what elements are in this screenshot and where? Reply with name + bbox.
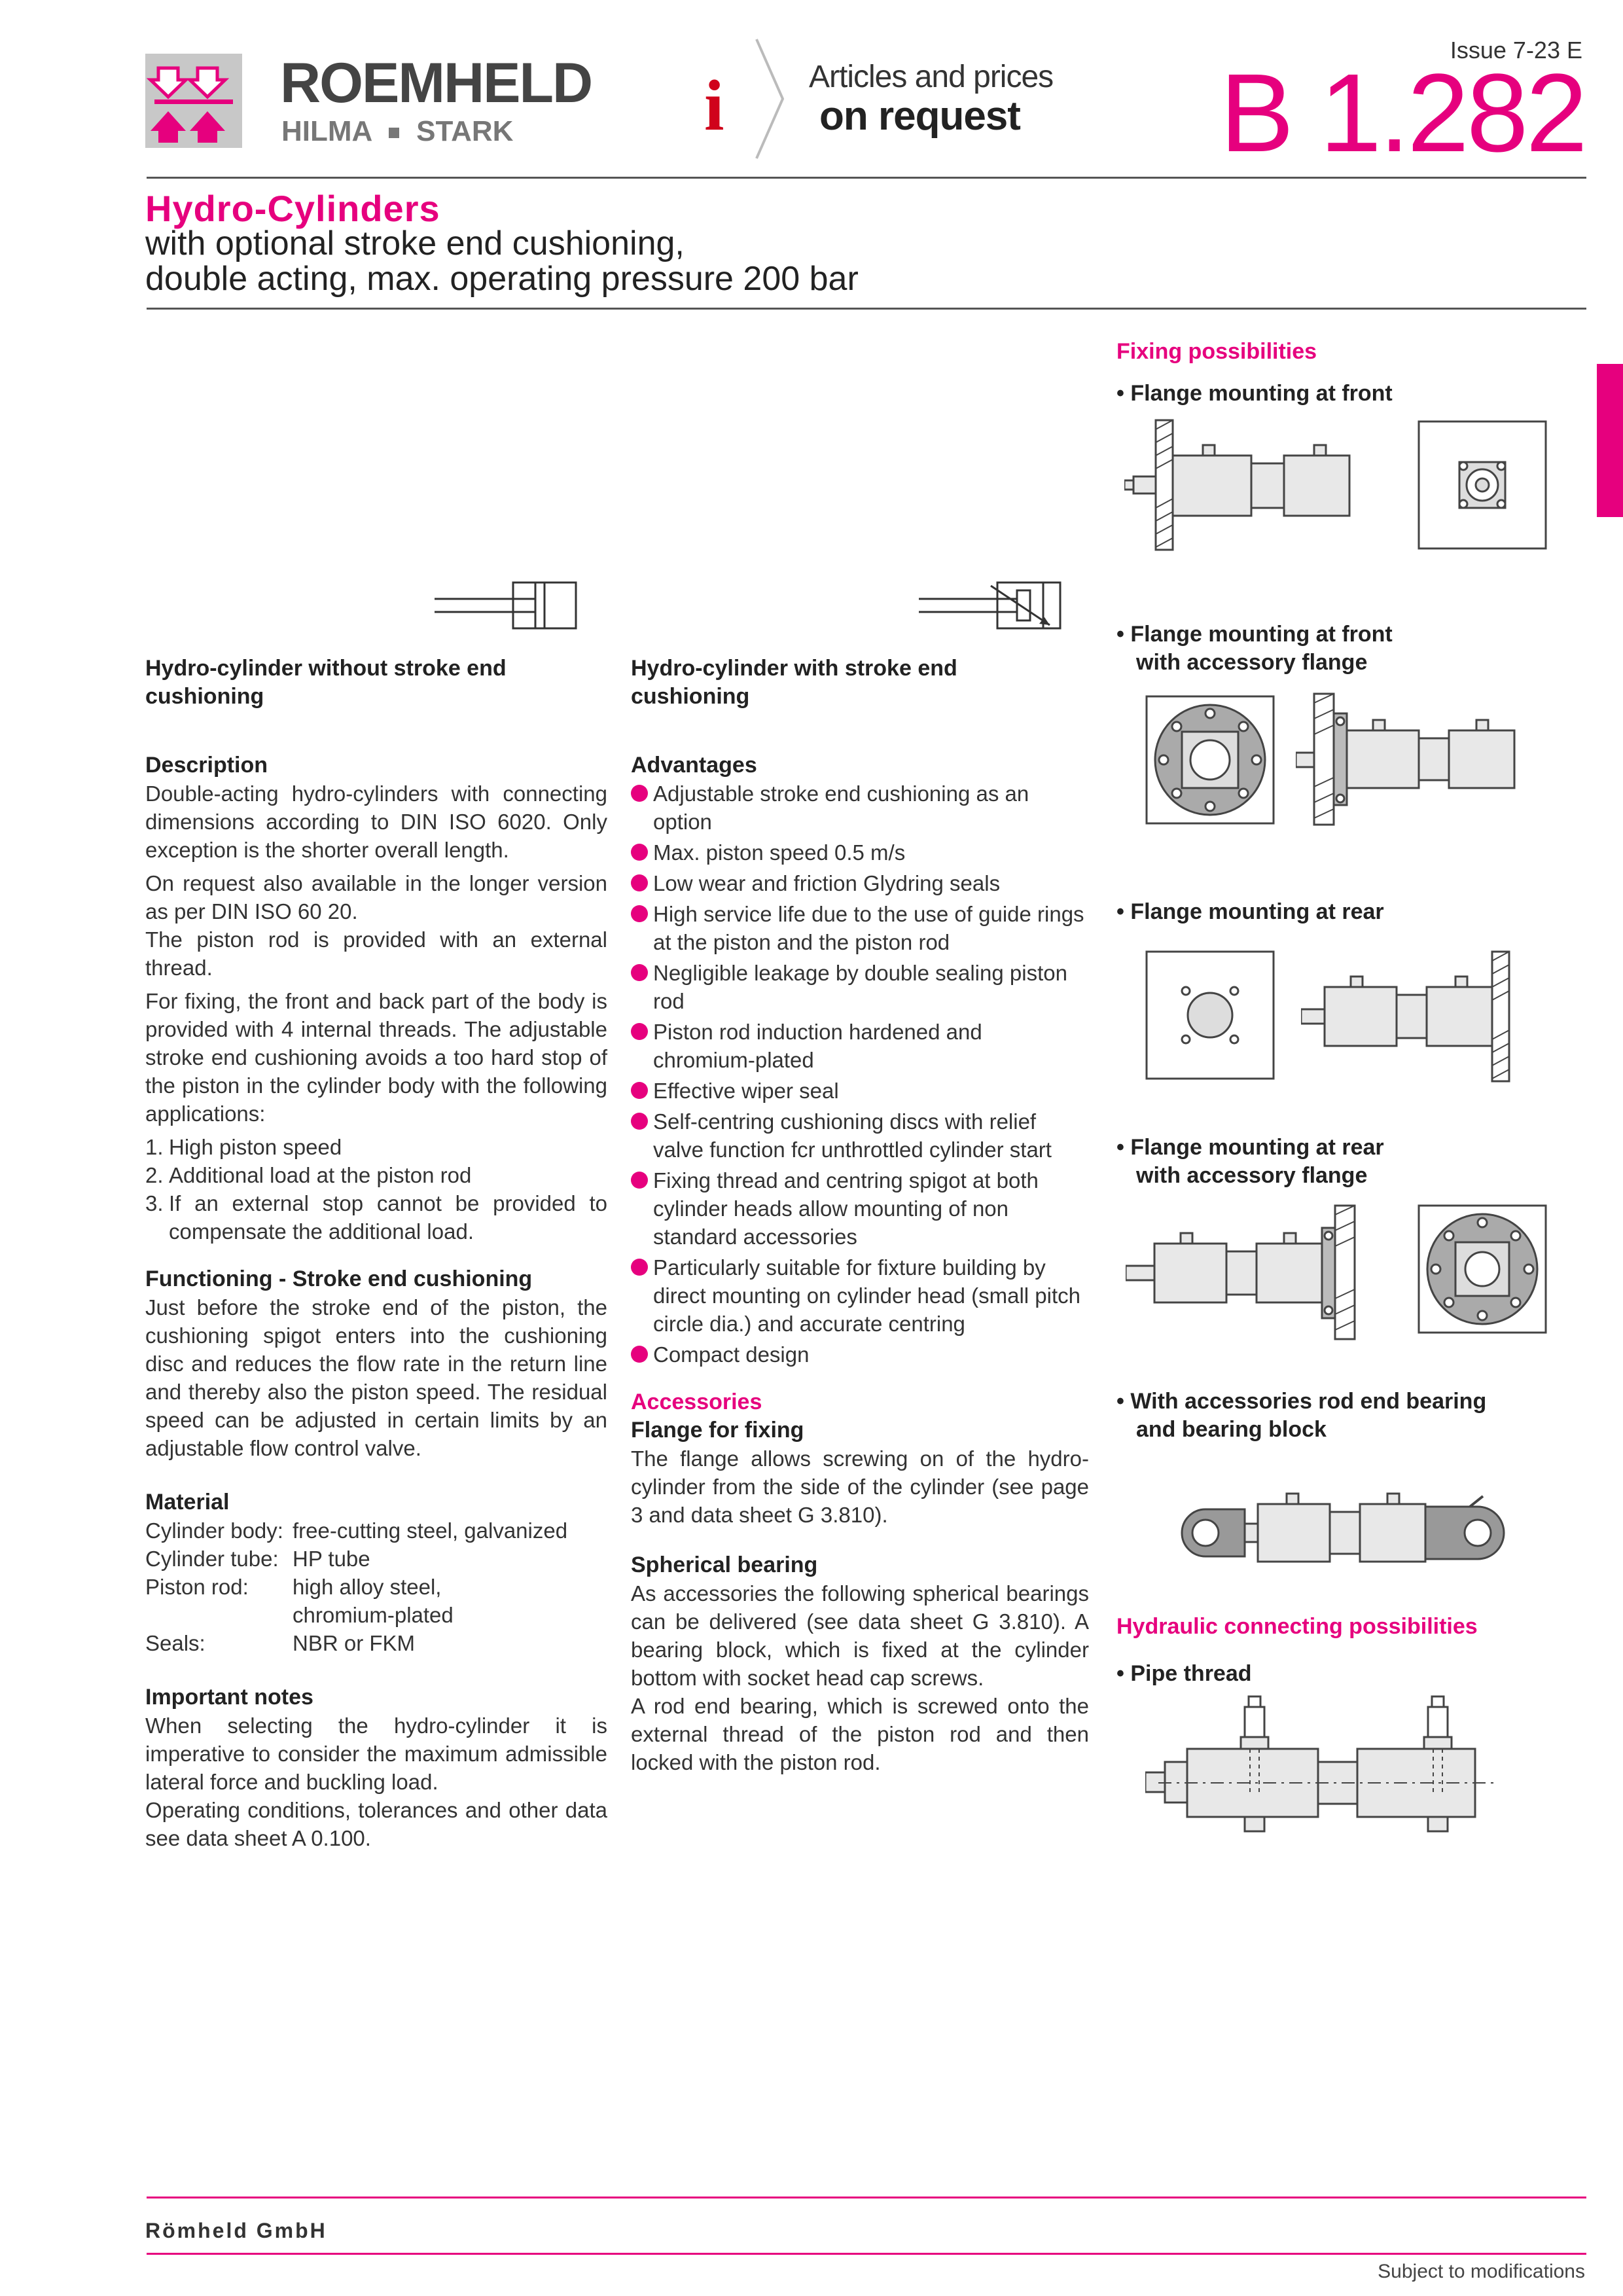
table-row: Piston rod:high alloy steel,	[145, 1575, 442, 1599]
list-item: High service life due to the use of guid…	[631, 900, 1089, 956]
description-heading: Description	[145, 753, 268, 778]
bearing-p2: A rod end bearing, which is screwed onto…	[631, 1694, 1089, 1774]
bearing-p1: As accessories the following spherical b…	[631, 1581, 1089, 1690]
notes-p1: When selecting the hydro-cylinder it is …	[145, 1713, 607, 1794]
accessories-heading: Accessories	[631, 1390, 762, 1414]
chevron-right-icon	[755, 39, 785, 159]
brand-name: ROEMHELD	[280, 52, 593, 115]
cylinder-pipe-thread-drawing	[1145, 1695, 1499, 1833]
table-row: chromium-plated	[293, 1603, 454, 1627]
list-item: Compact design	[631, 1340, 1089, 1369]
description-p1: Double-acting hydro-cylinders with conne…	[145, 781, 607, 862]
info-line-1: Articles and prices	[809, 60, 1054, 94]
flange-text: The flange allows screwing on of the hyd…	[631, 1446, 1089, 1527]
cylinder-accessory-flange-rear-drawing	[1126, 1204, 1356, 1340]
info-icon: i	[704, 65, 724, 145]
side-tab-marker	[1597, 364, 1623, 517]
fixing-label-3: • Flange mounting at rear	[1116, 899, 1384, 924]
footer-divider-bottom	[147, 2253, 1586, 2255]
bearing-heading: Spherical bearing	[631, 1552, 818, 1577]
list-item: Low wear and friction Glydring seals	[631, 869, 1089, 897]
sub-brand-stark: STARK	[416, 115, 514, 147]
title-main: Hydro-Cylinders	[145, 188, 440, 229]
front-view-square-drawing	[1418, 420, 1547, 550]
title-divider	[147, 308, 1586, 310]
list-item: Effective wiper seal	[631, 1077, 1089, 1105]
square-separator-icon	[388, 128, 399, 139]
description-p2: On request also available in the longer …	[145, 871, 607, 924]
hydraulic-heading: Hydraulic connecting possibilities	[1116, 1614, 1478, 1639]
list-item: Negligible leakage by double sealing pis…	[631, 959, 1089, 1015]
cylinder-accessory-flange-front-drawing	[1296, 692, 1516, 826]
list-item: Self-centring cushioning discs with reli…	[631, 1107, 1089, 1164]
list-item: 2.Additional load at the piston rod	[145, 1163, 472, 1187]
applications-list: 1.High piston speed 2.Additional load at…	[145, 1133, 607, 1246]
list-item: Adjustable stroke end cushioning as an o…	[631, 780, 1089, 836]
table-row: Cylinder body:free-cutting steel, galvan…	[145, 1518, 568, 1543]
notes-p2: Operating conditions, tolerances and oth…	[145, 1798, 607, 1850]
logo-icon	[146, 66, 233, 143]
material-heading: Material	[145, 1490, 230, 1515]
sub-brands: HILMA STARK	[281, 115, 513, 148]
title-line-1: with optional stroke end cushioning,	[145, 224, 685, 262]
notes-heading: Important notes	[145, 1685, 313, 1710]
cylinder-rear-flange-drawing	[1301, 950, 1510, 1083]
accessory-flange-rear-view-drawing	[1418, 1204, 1547, 1334]
symbol-with-cushioning	[919, 581, 1061, 630]
list-item: 1.High piston speed	[145, 1135, 342, 1159]
issue-label: Issue 7-23 E	[1450, 37, 1582, 63]
list-item: 3.If an external stop cannot be provided…	[145, 1191, 607, 1244]
fixing-label-1: • Flange mounting at front	[1116, 381, 1393, 406]
fixing-label-4: • Flange mounting at rear with accessory…	[1116, 1135, 1384, 1188]
list-item: Piston rod induction hardened and chromi…	[631, 1018, 1089, 1074]
left-column: Description Double-acting hydro-cylinder…	[145, 751, 607, 1852]
header-divider	[147, 177, 1586, 179]
footer-company: Römheld GmbH	[145, 2219, 327, 2242]
table-row: Cylinder tube:HP tube	[145, 1547, 370, 1571]
rear-view-square-drawing	[1145, 950, 1275, 1080]
list-item: Fixing thread and centring spigot at bot…	[631, 1166, 1089, 1251]
middle-column: Advantages Adjustable stroke end cushion…	[631, 751, 1089, 1776]
title-line-2: double acting, max. operating pressure 2…	[145, 260, 859, 298]
table-row: Seals:NBR or FKM	[145, 1631, 416, 1655]
doc-number: B 1.282	[1219, 51, 1588, 175]
advantages-list: Adjustable stroke end cushioning as an o…	[631, 780, 1089, 1369]
functioning-heading: Functioning - Stroke end cushioning	[145, 1266, 533, 1291]
functioning-text: Just before the stroke end of the piston…	[145, 1295, 607, 1460]
logo	[145, 54, 242, 148]
cylinder-front-flange-drawing	[1124, 419, 1351, 551]
accessory-flange-front-view-drawing	[1145, 695, 1275, 825]
fixing-label-5: • With accessories rod end bearing and b…	[1116, 1389, 1487, 1442]
fixing-heading: Fixing possibilities	[1116, 339, 1317, 364]
cylinder-rod-end-bearing-drawing	[1181, 1492, 1505, 1563]
description-p4: For fixing, the front and back part of t…	[145, 989, 607, 1126]
sub-brand-hilma: HILMA	[281, 115, 372, 147]
fixing-label-6: • Pipe thread	[1116, 1661, 1252, 1686]
description-p3: The piston rod is provided with an exter…	[145, 927, 607, 980]
material-table: Cylinder body:free-cutting steel, galvan…	[145, 1516, 607, 1657]
footer-note: Subject to modifications	[1378, 2261, 1585, 2282]
advantages-heading: Advantages	[631, 753, 757, 778]
list-item: Particularly suitable for fixture buildi…	[631, 1253, 1089, 1338]
flange-heading: Flange for fixing	[631, 1418, 804, 1443]
caption-with-cushioning: Hydro-cylinder with stroke end cushionin…	[631, 656, 957, 709]
symbol-without-cushioning	[435, 581, 577, 630]
list-item: Max. piston speed 0.5 m/s	[631, 838, 1089, 867]
footer-divider	[147, 2197, 1586, 2198]
fixing-label-2: • Flange mounting at front with accessor…	[1116, 622, 1393, 675]
info-line-2: on request	[819, 94, 1021, 139]
caption-without-cushioning: Hydro-cylinder without stroke end cushio…	[145, 656, 507, 709]
